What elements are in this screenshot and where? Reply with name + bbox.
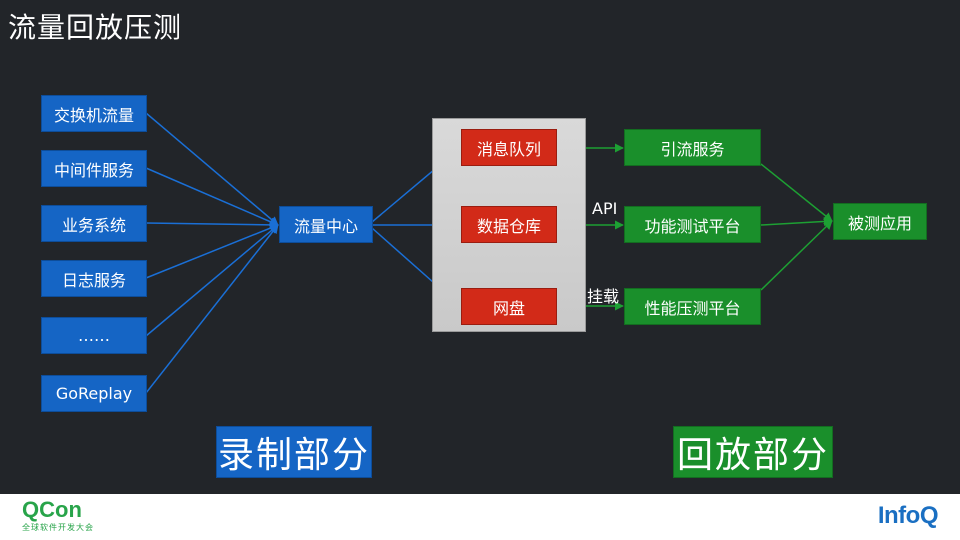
section-record: 录制部分 [216,426,372,478]
service-performance-test: 性能压测平台 [624,288,761,325]
qcon-logo: QCon 全球软件开发大会 [22,499,94,533]
infoq-logo: InfoQ [877,502,939,529]
source-more: …… [41,317,147,354]
page-title: 流量回放压测 [8,11,183,44]
edge-functest-target [760,216,833,226]
edge-source-5-hub [145,224,279,337]
qcon-logo-text: QCon [22,497,82,522]
edge-source-1-hub [145,112,279,226]
source-goreplay: GoReplay [41,375,147,412]
qcon-logo-subtitle: 全球软件开发大会 [22,523,94,532]
traffic-hub: 流量中心 [279,206,373,243]
edge-label-mount: 挂载 [587,287,620,306]
service-ingest: 引流服务 [624,129,761,166]
storage-message-queue: 消息队列 [461,129,557,166]
edge-label-api: API [592,199,618,218]
service-functional-test: 功能测试平台 [624,206,761,243]
section-replay: 回放部分 [673,426,833,478]
connector-lines [145,112,833,394]
storage-data-warehouse: 数据仓库 [461,206,557,243]
footer-bar: QCon 全球软件开发大会 InfoQ [0,494,960,540]
source-middleware: 中间件服务 [41,150,147,187]
edge-source-4-hub [145,223,279,279]
source-log-service: 日志服务 [41,260,147,297]
edge-perftest-target [760,220,833,291]
source-business-system: 业务系统 [41,205,147,242]
edge-source-6-hub [145,224,279,394]
target-application: 被测应用 [833,203,927,240]
edge-ingest-target [760,163,833,222]
source-switch-traffic: 交换机流量 [41,95,147,132]
storage-network-disk: 网盘 [461,288,557,325]
edge-source-3-hub [145,220,279,230]
edge-source-2-hub [145,167,279,226]
